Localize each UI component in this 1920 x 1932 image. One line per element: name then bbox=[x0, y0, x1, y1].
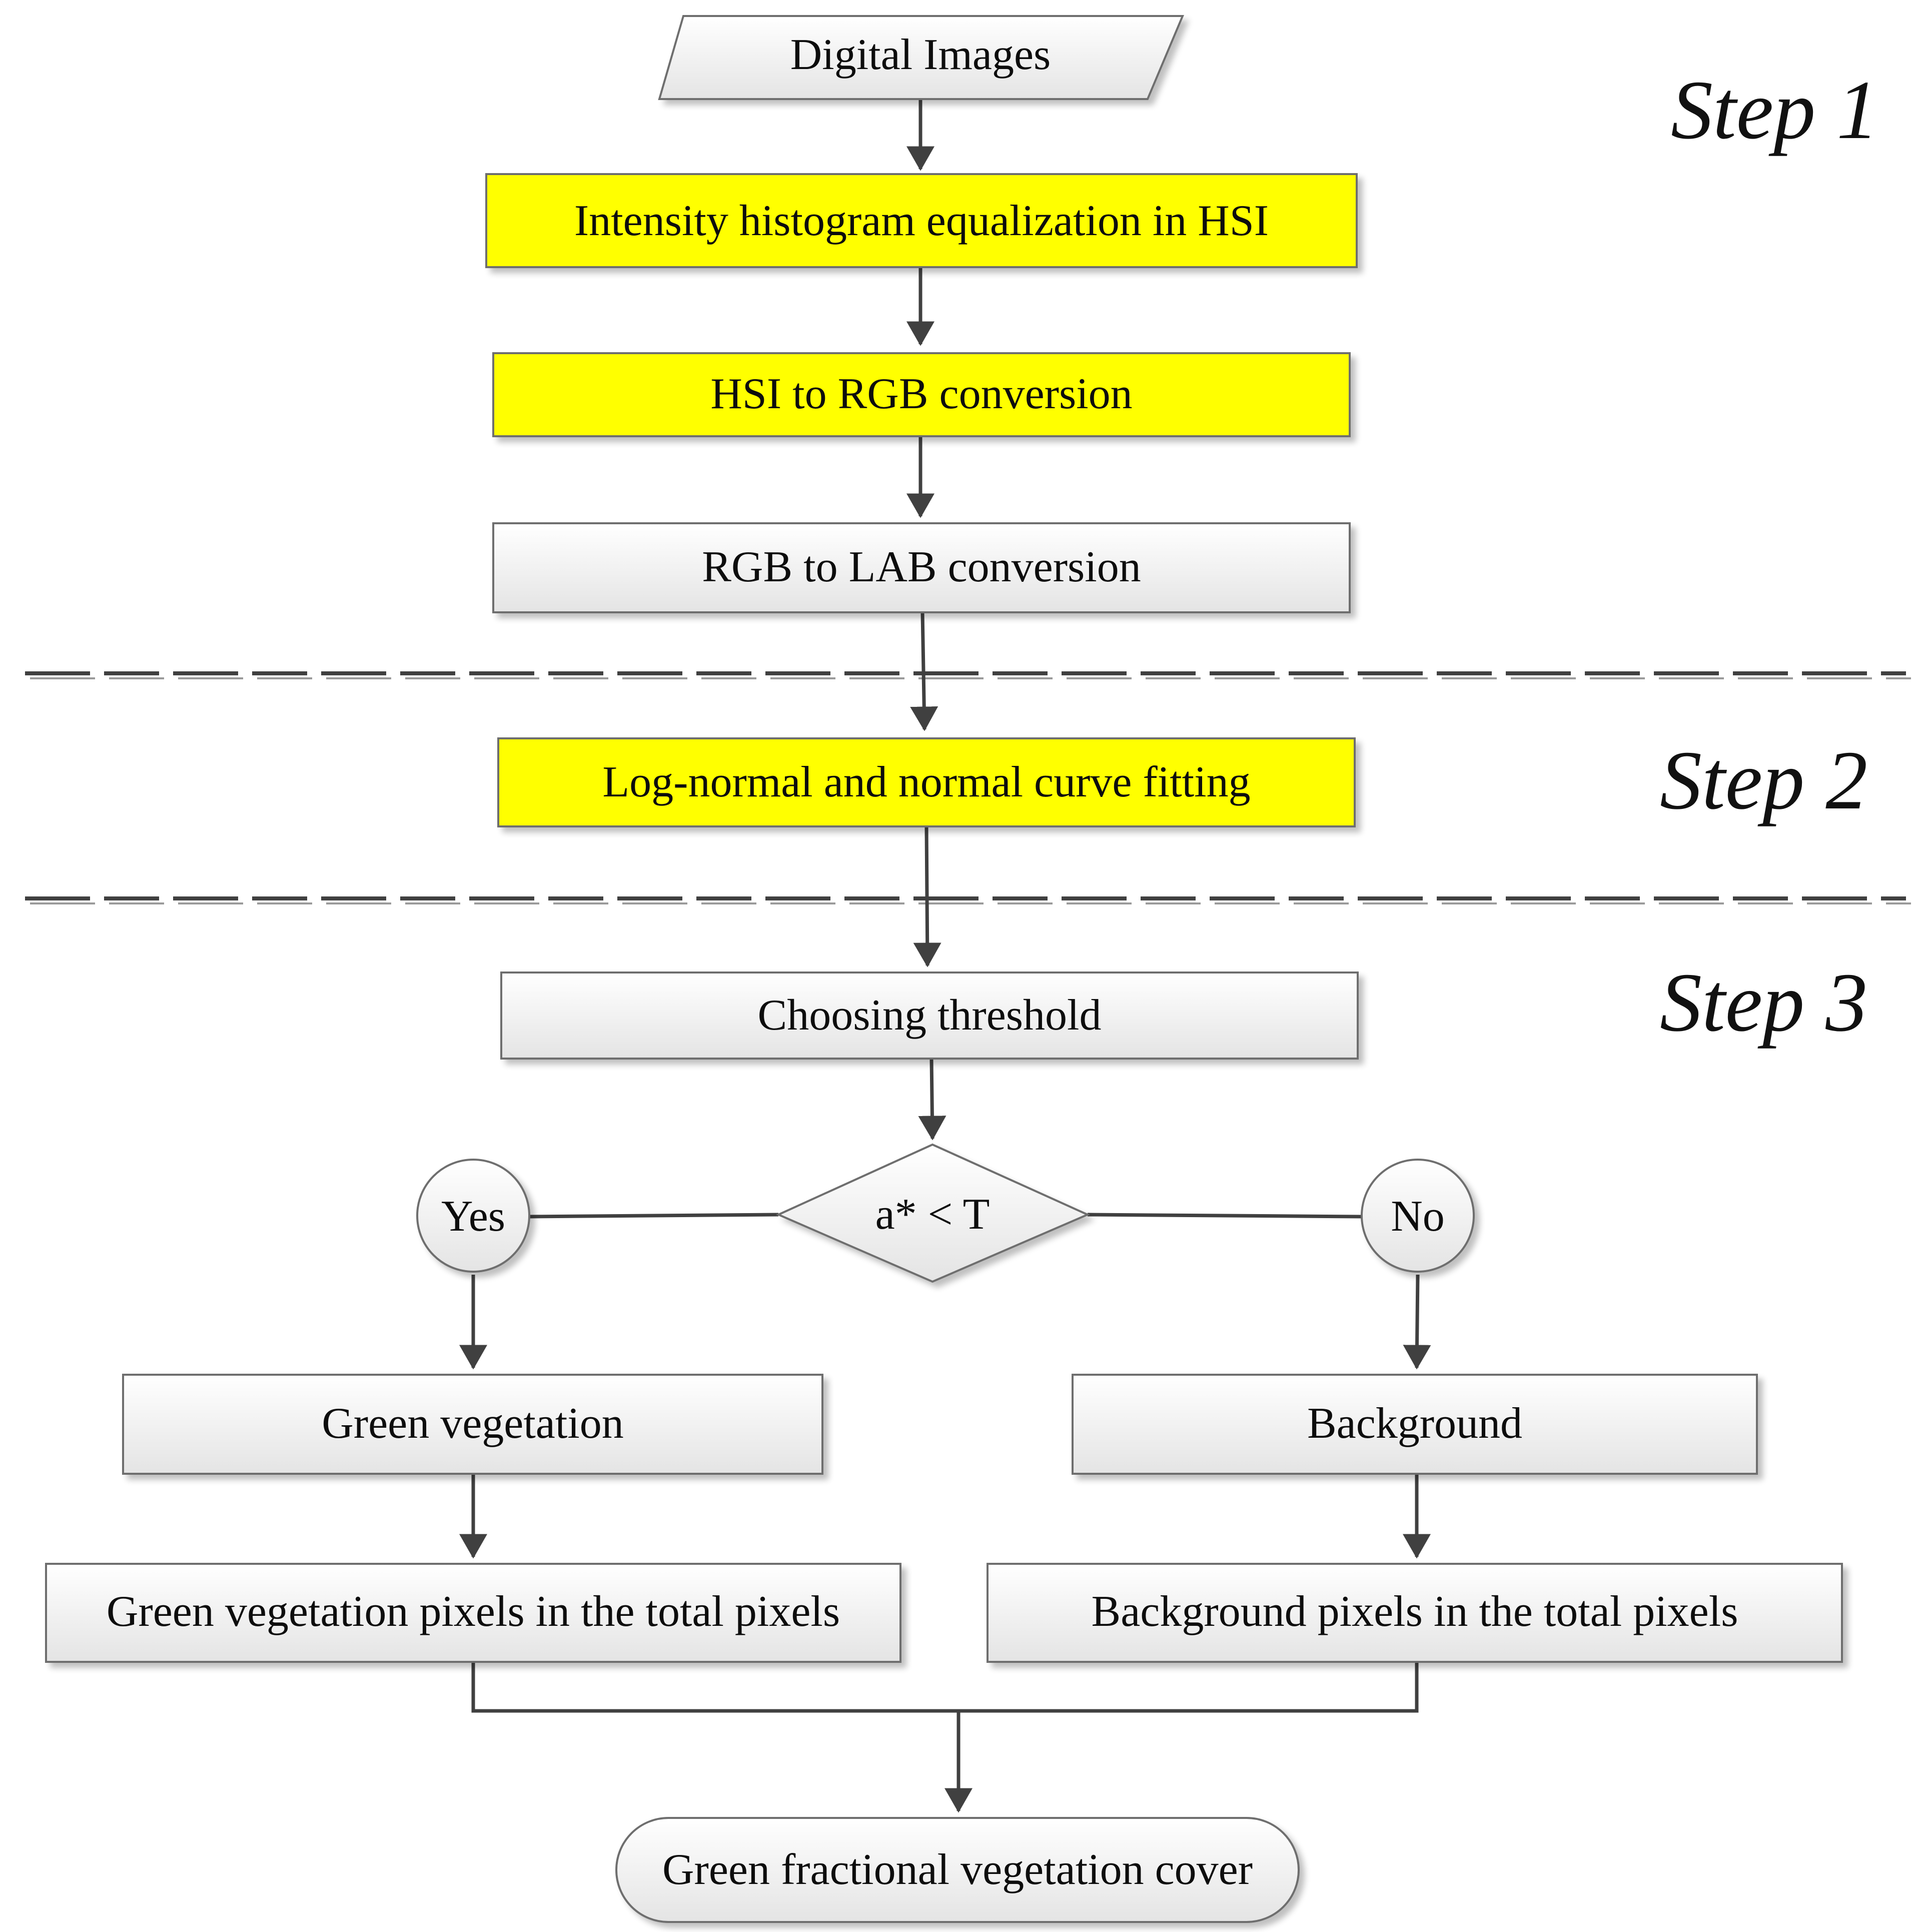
svg-text:Intensity histogram equalizati: Intensity histogram equalization in HSI bbox=[574, 197, 1269, 245]
node-background-pixels: Background pixels in the total pixels bbox=[987, 1563, 1843, 1663]
svg-text:Yes: Yes bbox=[441, 1192, 505, 1241]
svg-text:Log-normal and normal curve fi: Log-normal and normal curve fitting bbox=[602, 758, 1250, 806]
node-decision: a* < T bbox=[776, 1143, 1090, 1283]
line-decision-to-yes bbox=[528, 1213, 779, 1219]
arrow-rgb-to-curve bbox=[910, 612, 938, 731]
highlight-box bbox=[485, 173, 1358, 268]
svg-text:Background pixels in the total: Background pixels in the total pixels bbox=[1092, 1587, 1738, 1636]
svg-text:Green vegetation pixels in the: Green vegetation pixels in the total pix… bbox=[107, 1587, 840, 1636]
node-no: No bbox=[1361, 1159, 1475, 1273]
node-fractional-cover: Green fractional vegetation cover bbox=[615, 1817, 1300, 1923]
svg-text:Green vegetation: Green vegetation bbox=[322, 1399, 624, 1448]
node-hsi-to-rgb: HSI to RGB conversion bbox=[492, 352, 1351, 437]
arrow-threshold-to-decision bbox=[918, 1058, 946, 1141]
node-rgb-to-lab: RGB to LAB conversion bbox=[492, 522, 1351, 613]
step-1-label: Step 1 bbox=[1671, 64, 1878, 157]
arrow-no-to-background bbox=[1403, 1274, 1431, 1370]
node-green-pixels: Green vegetation pixels in the total pix… bbox=[45, 1563, 901, 1663]
step-separator-2 bbox=[25, 896, 1911, 904]
step-3-label: Step 3 bbox=[1660, 956, 1867, 1049]
svg-text:Choosing threshold: Choosing threshold bbox=[758, 991, 1102, 1040]
node-choosing-threshold: Choosing threshold bbox=[500, 972, 1359, 1060]
svg-text:a* < T: a* < T bbox=[875, 1190, 990, 1239]
node-green-vegetation: Green vegetation bbox=[122, 1374, 823, 1475]
arrow-curve-to-threshold bbox=[913, 826, 941, 968]
node-background: Background bbox=[1072, 1374, 1758, 1475]
step-2-label: Step 2 bbox=[1660, 734, 1867, 827]
node-yes: Yes bbox=[416, 1159, 530, 1273]
svg-text:RGB to LAB conversion: RGB to LAB conversion bbox=[702, 543, 1141, 591]
line-decision-to-no bbox=[1087, 1213, 1362, 1219]
node-curve-fitting: Log-normal and normal curve fitting bbox=[497, 737, 1356, 827]
svg-text:Digital Images: Digital Images bbox=[790, 31, 1051, 79]
merge-line bbox=[471, 1663, 1419, 1713]
svg-text:Green fractional vegetation co: Green fractional vegetation cover bbox=[662, 1845, 1253, 1894]
connectors bbox=[459, 99, 1431, 1813]
node-histogram-equalization: Intensity histogram equalization in HSI bbox=[485, 173, 1358, 268]
svg-text:HSI to RGB conversion: HSI to RGB conversion bbox=[710, 370, 1132, 418]
svg-text:No: No bbox=[1391, 1192, 1445, 1241]
step-separator-1 bbox=[25, 671, 1911, 679]
svg-text:Background: Background bbox=[1307, 1399, 1522, 1448]
node-digital-images: Digital Images bbox=[658, 15, 1185, 100]
